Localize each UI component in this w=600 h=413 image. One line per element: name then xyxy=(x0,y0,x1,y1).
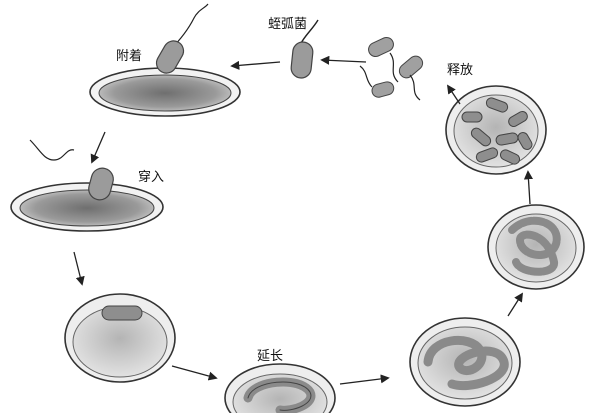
cycle-arrows xyxy=(73,55,533,385)
label-release: 释放 xyxy=(447,63,473,78)
arrow-release-up xyxy=(446,84,461,105)
label-attach: 附着 xyxy=(116,48,142,64)
arrow-attach-to-penetrate xyxy=(90,131,106,164)
entry-stage-cell xyxy=(64,293,176,383)
arrow-entry-to-elongate xyxy=(171,365,218,381)
arrow-penetrate-to-entry xyxy=(73,251,85,286)
penetrate-stage-cell xyxy=(10,139,164,232)
label-bdellovibrio: 蛭弧菌 xyxy=(268,17,307,32)
growth-stage-cell xyxy=(409,317,521,407)
arrow-growth-to-septation xyxy=(507,292,523,317)
released-bacteria xyxy=(359,36,424,101)
label-penetrate: 穿入 xyxy=(138,169,164,185)
septation-stage-cell xyxy=(487,204,585,290)
arrow-release-to-free xyxy=(320,55,367,65)
arrow-free-to-attach xyxy=(230,60,281,70)
elongate-stage-cell xyxy=(224,363,336,413)
release-stage-cell xyxy=(445,85,547,175)
arrow-elongate-to-growth xyxy=(339,374,390,385)
free-bdellovibrio xyxy=(290,19,319,79)
attach-stage-cell xyxy=(89,3,241,117)
arrow-septation-to-release xyxy=(523,170,533,205)
label-elongate: 延长 xyxy=(257,349,283,364)
